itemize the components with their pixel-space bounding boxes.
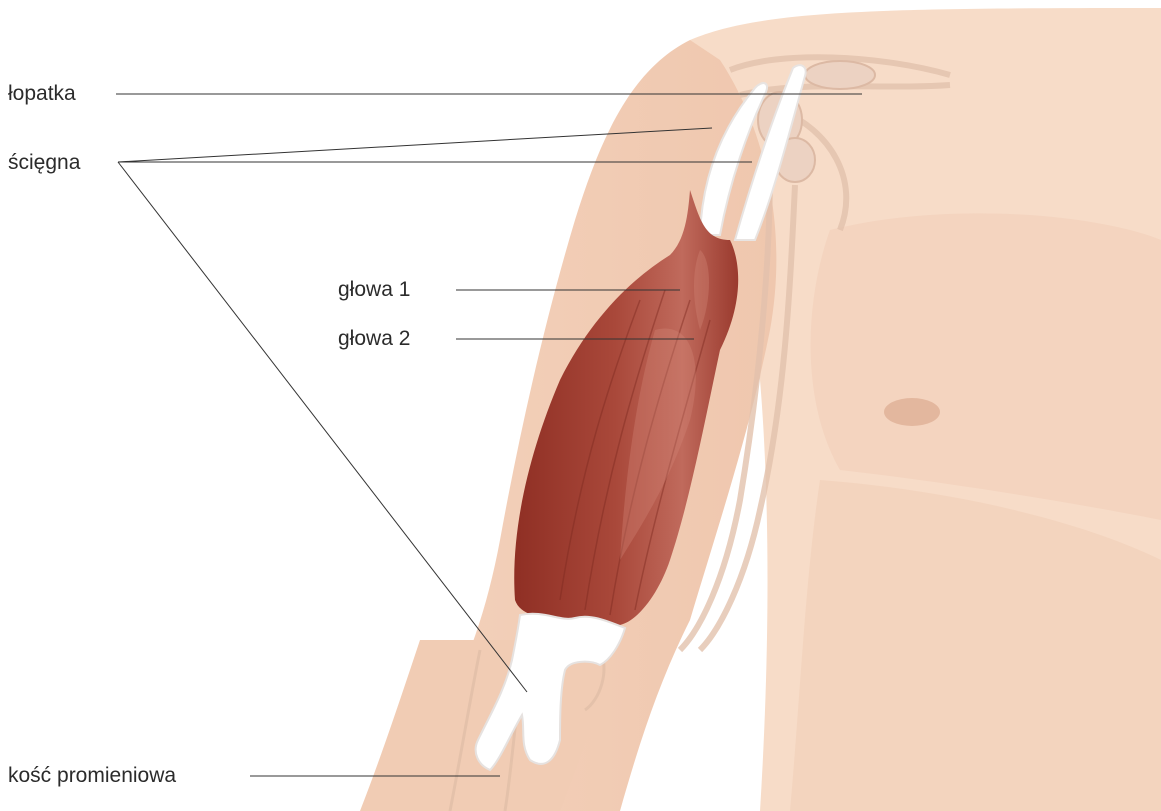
label-radius: kość promieniowa bbox=[8, 765, 176, 786]
label-head-2: głowa 2 bbox=[338, 328, 410, 349]
label-scapula: łopatka bbox=[8, 83, 76, 104]
label-tendons: ścięgna bbox=[8, 152, 80, 173]
leader-line-tendon-3 bbox=[118, 162, 527, 692]
nipple bbox=[884, 398, 940, 426]
label-head-1: głowa 1 bbox=[338, 279, 410, 300]
